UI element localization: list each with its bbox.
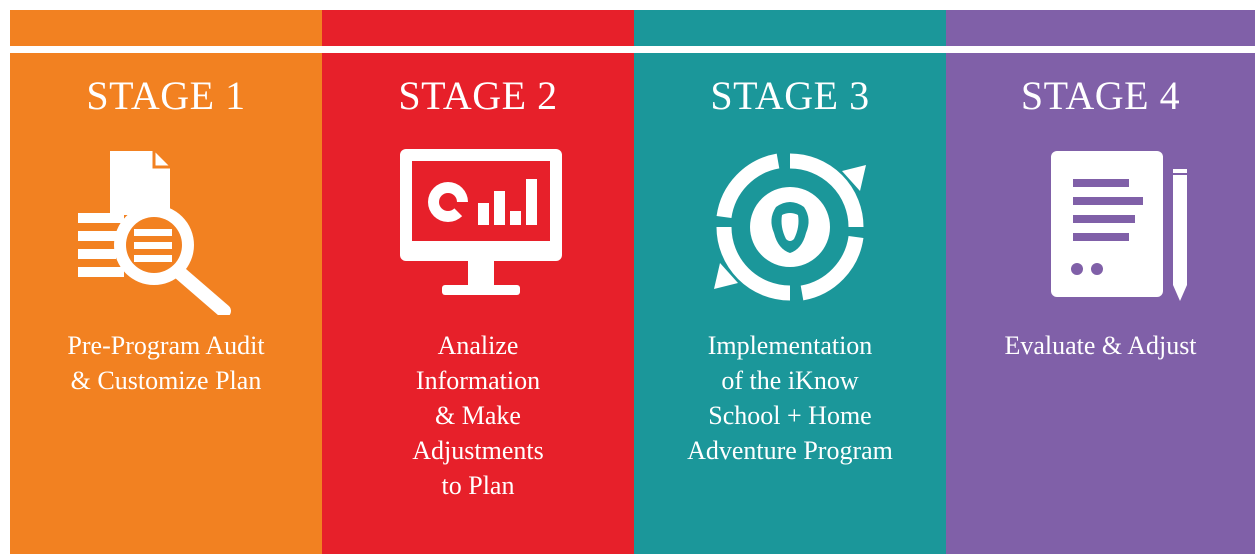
description-line: Adventure Program (687, 436, 893, 465)
description-line: Adjustments (412, 436, 544, 465)
description-line: Analize (437, 331, 519, 360)
stage-3-column: STAGE 3 Implementation of the iKnow Scho… (634, 10, 946, 554)
top-divider (634, 46, 946, 53)
document-magnifier-icon (66, 145, 266, 315)
stage-2-description: Analize Information & Make Adjustments t… (330, 328, 626, 503)
description-line: & Make (435, 401, 521, 430)
stage-2-title: STAGE 2 (398, 73, 558, 118)
stage-3-title: STAGE 3 (710, 73, 870, 118)
top-divider (322, 46, 634, 53)
description-line: Pre-Program Audit (67, 331, 265, 360)
stage-1-description: Pre-Program Audit & Customize Plan (18, 328, 314, 398)
description-line: Implementation (707, 331, 873, 360)
description-line: Information (415, 366, 541, 395)
stage-4-column: STAGE 4 Evaluate & Adjust (946, 10, 1255, 554)
stage-3-description: Implementation of the iKnow School + Hom… (642, 328, 938, 468)
stage-1-title: STAGE 1 (86, 73, 246, 118)
description-line: Evaluate & Adjust (1004, 331, 1197, 360)
top-divider (10, 46, 322, 53)
stage-1-column: STAGE 1 Pre-Program Audit (10, 10, 322, 554)
top-divider (946, 46, 1255, 53)
monitor-chart-icon (378, 145, 578, 315)
checklist-pencil-icon (1001, 145, 1201, 315)
stage-4-title: STAGE 4 (1020, 73, 1181, 118)
description-line: School + Home (708, 401, 872, 430)
stage-4-description: Evaluate & Adjust (954, 328, 1247, 363)
description-line: to Plan (441, 471, 515, 500)
cycle-lion-icon (690, 145, 890, 315)
description-line: of the iKnow (721, 366, 859, 395)
stage-2-column: STAGE 2 Analize Informat (322, 10, 634, 554)
description-line: & Customize Plan (70, 366, 262, 395)
